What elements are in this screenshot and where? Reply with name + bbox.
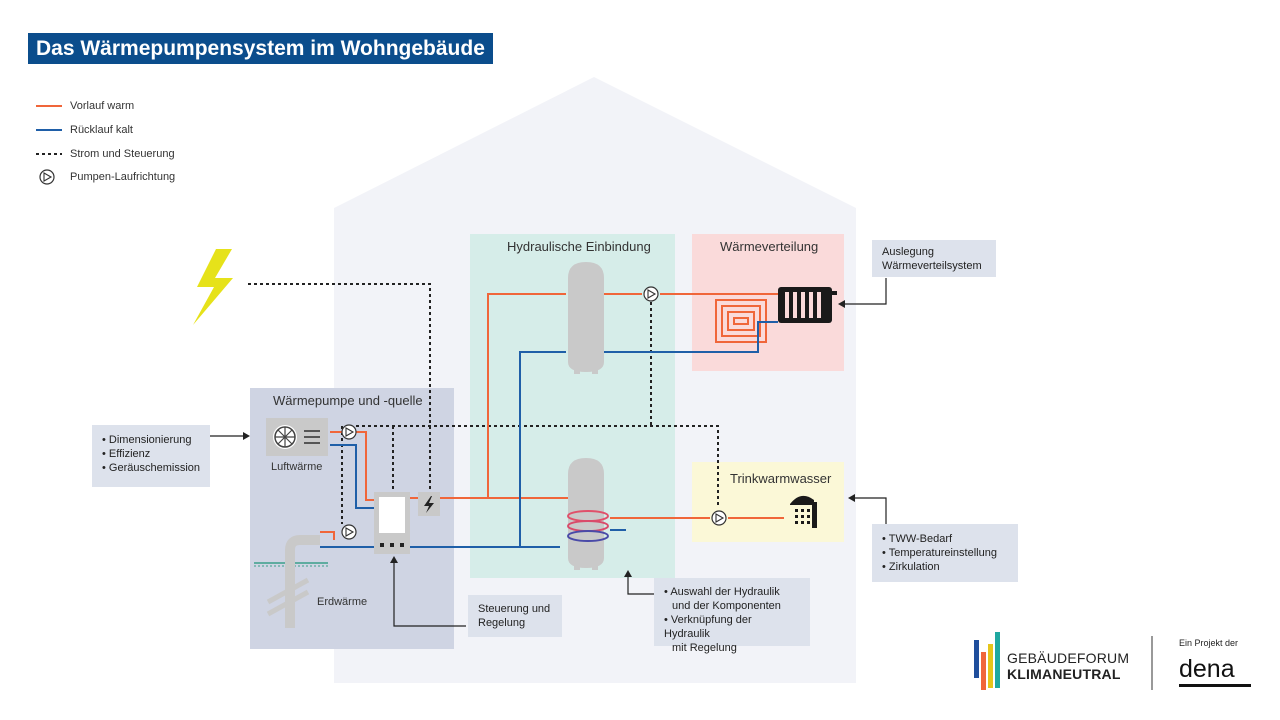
note-hydraulic: • Auswahl der Hydraulik und der Komponen… — [654, 578, 810, 654]
gebaeudeforum-logo-bars — [974, 632, 1000, 690]
section-title-distribution: Wärmeverteilung — [720, 239, 819, 254]
logo-klimaneutral: KLIMANEUTRAL — [1007, 666, 1121, 682]
note-hydraulic-line: mit Regelung — [672, 642, 737, 654]
pump-icon-distribution — [643, 286, 659, 302]
power-control-lines — [248, 283, 719, 524]
note-dhw-item: Temperatureinstellung — [882, 546, 1008, 560]
legend-label-power: Strom und Steuerung — [70, 148, 175, 160]
cold-return-lines — [320, 321, 778, 548]
annotation-pointers — [210, 278, 887, 627]
pump-icon-dhw — [711, 510, 727, 526]
page-title: Das Wärmepumpensystem im Wohngebäude — [28, 33, 493, 64]
label-ground-heat: Erdwärme — [317, 596, 368, 608]
note-dhw: TWW-Bedarf Temperatureinstellung Zirkula… — [872, 524, 1018, 582]
section-title-hydraulic: Hydraulische Einbindung — [507, 239, 651, 254]
note-hydraulic-line: • Auswahl der Hydraulik — [664, 586, 780, 598]
label-air-heat: Luftwärme — [271, 461, 323, 473]
logo-dena: dena — [1179, 655, 1235, 683]
note-heat-pump-item: Dimensionierung — [102, 433, 200, 447]
note-control-line: Steuerung und — [478, 603, 551, 615]
ground-probe-icon — [254, 535, 328, 628]
annotation-arrowheads — [243, 300, 855, 577]
electrical-box-icon — [418, 492, 440, 516]
air-unit-icon — [266, 418, 328, 456]
dena-underline — [1179, 684, 1251, 687]
radiator-icon — [778, 287, 837, 323]
note-hydraulic-text: Auswahl der Hydraulik — [670, 586, 780, 598]
section-title-heat-pump: Wärmepumpe und -quelle — [273, 393, 423, 408]
note-distribution-line: Wärmeverteilsystem — [882, 260, 982, 272]
note-heat-pump-item: Geräuschemission — [102, 461, 200, 475]
logo-gebaeudeforum: GEBÄUDEFORUM — [1007, 650, 1130, 666]
note-heat-pump-item: Effizienz — [102, 447, 200, 461]
note-control: Steuerung und Regelung — [468, 595, 562, 637]
shower-icon — [790, 495, 817, 528]
note-distribution-line: Auslegung — [882, 246, 934, 258]
pump-icon-ground — [341, 524, 357, 540]
heat-pump-unit — [374, 492, 410, 554]
legend-label-pump: Pumpen-Laufrichtung — [70, 171, 176, 183]
buffer-tank — [568, 262, 604, 374]
legend-pump-icon — [39, 169, 55, 185]
legend-label-warm: Vorlauf warm — [70, 100, 135, 112]
note-dhw-item: Zirkulation — [882, 560, 1008, 574]
legend-label-cold: Rücklauf kalt — [70, 124, 133, 136]
note-dhw-item: TWW-Bedarf — [882, 532, 1008, 546]
note-distribution: Auslegung Wärmeverteilsystem — [872, 240, 996, 277]
power-bolt-icon — [193, 249, 233, 325]
note-heat-pump: Dimensionierung Effizienz Geräuschemissi… — [92, 425, 210, 487]
dhw-tank — [567, 458, 609, 570]
note-hydraulic-line: und der Komponenten — [672, 600, 781, 612]
section-title-dhw: Trinkwarmwasser — [730, 471, 832, 486]
pump-icon-air — [341, 424, 357, 440]
project-label: Ein Projekt der — [1179, 638, 1239, 648]
note-hydraulic-line: • Verknüpfung der Hydraulik — [664, 614, 752, 640]
note-hydraulic-text: Verknüpfung der Hydraulik — [664, 614, 752, 640]
note-control-line: Regelung — [478, 617, 526, 629]
